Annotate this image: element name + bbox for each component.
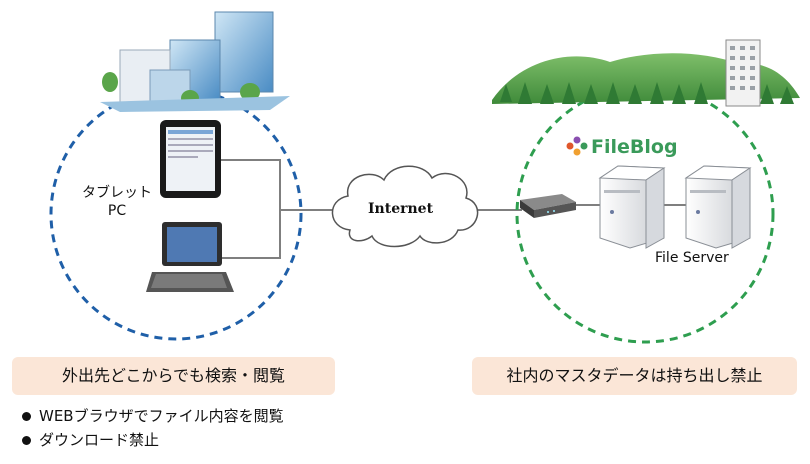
internet-cloud-icon (331, 165, 479, 248)
bullet-text: ダウンロード禁止 (39, 431, 160, 449)
client-device-label-line1: タブレット (82, 185, 152, 201)
file-server-label: File Server (655, 250, 729, 266)
feature-bullet-list: WEBブラウザでファイル内容を閲覧 ダウンロード禁止 (22, 404, 284, 452)
bullet-dot-icon (22, 435, 31, 445)
internet-label: Internet (368, 201, 434, 217)
bullet-text: WEBブラウザでファイル内容を閲覧 (39, 407, 284, 425)
fileblog-brand: FileBlog (591, 136, 678, 158)
tablet-icon (160, 120, 221, 198)
bullet-item: ダウンロード禁止 (22, 428, 284, 452)
file-server-icon (684, 165, 752, 249)
bullet-dot-icon (22, 411, 31, 421)
city-buildings-icon (100, 11, 290, 112)
office-forest-icon (492, 39, 800, 107)
router-icon (520, 194, 576, 218)
fileblog-server-icon (598, 165, 666, 249)
remote-access-caption: 外出先どこからでも検索・閲覧 (12, 357, 335, 395)
bullet-item: WEBブラウザでファイル内容を閲覧 (22, 404, 284, 428)
fileblog-logo-icon (566, 136, 588, 156)
client-device-label-line2: PC (107, 203, 127, 219)
laptop-icon (146, 222, 234, 292)
client-device-label: タブレット PC (72, 184, 162, 220)
office-data-caption: 社内のマスタデータは持ち出し禁止 (472, 357, 797, 395)
